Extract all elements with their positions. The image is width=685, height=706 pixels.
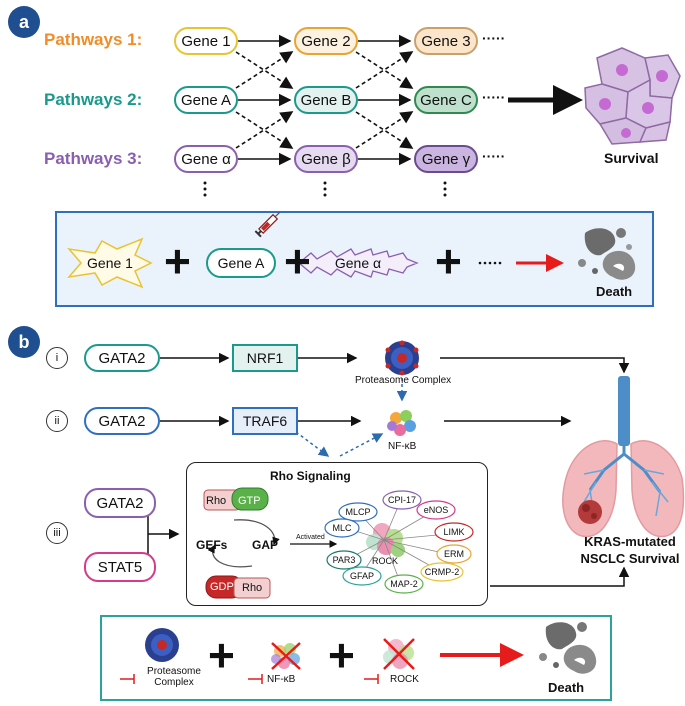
plus-sign-1: +	[164, 235, 191, 287]
stat5-node: STAT5	[84, 552, 156, 582]
panel-a-badge: a	[8, 6, 40, 38]
death-debris-icon	[578, 228, 636, 280]
gene-alpha-node: Gene α	[174, 145, 238, 173]
gefs-label: GEFs	[196, 538, 228, 552]
row-i-marker: i	[46, 347, 68, 369]
gata2-node-i: GATA2	[84, 344, 160, 372]
gene-b-node: Gene B	[294, 86, 358, 114]
inhibit-nfkb-label: NF-κB	[267, 674, 296, 685]
plus-sign-b2: +	[328, 629, 355, 681]
pathway-3-label: Pathways 3:	[44, 149, 143, 168]
gata2-node-ii: GATA2	[84, 407, 160, 435]
gene-3-node: Gene 3	[414, 27, 478, 55]
pathway-2-label: Pathways 2:	[44, 90, 143, 109]
lung-icon	[562, 376, 685, 538]
survival-cells-icon	[584, 47, 681, 145]
gene-a-node: Gene A	[174, 86, 238, 114]
plus-sign-3: +	[435, 235, 462, 287]
effector-map2: MAP-2	[390, 579, 418, 589]
pathway-1-ellipsis: ·····	[482, 30, 506, 46]
rho-gtp-rho-text: Rho	[206, 495, 227, 507]
gdp-rho-gdp-text: GDP	[210, 581, 234, 593]
outcome-label-line2: NSCLC Survival	[580, 551, 680, 566]
inhibit-proteasome-label: Proteasome Complex	[147, 666, 201, 688]
combo-gene-1-label: Gene 1	[87, 255, 133, 271]
panel-b-badge: b	[8, 326, 40, 358]
panel-a-arrows	[203, 34, 681, 197]
row-iii-marker: iii	[46, 522, 68, 544]
gata2-node-iii: GATA2	[84, 488, 156, 518]
effector-limk: LIMK	[443, 527, 465, 537]
combo-gene-a-label: Gene A	[217, 255, 265, 271]
rho-signaling-title: Rho Signaling	[270, 469, 351, 483]
rho-gtp-gtp-text: GTP	[238, 495, 261, 507]
effector-mlc: MLC	[332, 523, 352, 533]
combo-gene-alpha-label: Gene α	[334, 255, 382, 271]
effector-cpi17: CPI-17	[387, 495, 416, 505]
gene-1-node: Gene 1	[174, 27, 238, 55]
combination-box-a-graphics	[67, 211, 636, 289]
death-debris-icon-b	[539, 622, 597, 674]
outcome-label-line1: KRAS-mutated	[584, 534, 676, 549]
survival-label: Survival	[604, 150, 659, 166]
rho-cycle-graphics	[203, 487, 474, 599]
gdp-rho-rho-text: Rho	[242, 582, 263, 594]
effector-par3: PAR3	[332, 555, 356, 565]
rock-label: ROCK	[372, 556, 399, 566]
inhibition-box-b-graphics	[120, 622, 597, 684]
effector-gfap: GFAP	[349, 571, 374, 581]
activated-label: Activated	[296, 534, 325, 541]
proteasome-icon	[385, 340, 419, 376]
nfkb-label: NF-κB	[388, 441, 417, 452]
traf6-node: TRAF6	[232, 407, 298, 435]
pathway-2-ellipsis: ·····	[482, 89, 506, 105]
pathway-3-ellipsis: ·····	[482, 148, 506, 164]
gene-2-node: Gene 2	[294, 27, 358, 55]
effector-crmp2: CRMP-2	[424, 567, 460, 577]
effector-enos: eNOS	[423, 505, 449, 515]
gene-beta-node: Gene β	[294, 145, 358, 173]
gene-c-node: Gene C	[414, 86, 478, 114]
pathway-1-label: Pathways 1:	[44, 30, 143, 49]
row-ii-marker: ii	[46, 410, 68, 432]
death-label-a: Death	[596, 284, 633, 299]
effector-mlcp: MLCP	[345, 507, 371, 517]
panel-b-graphics	[132, 340, 685, 587]
nfkb-icon	[387, 410, 416, 436]
plus-sign-2: +	[284, 235, 311, 287]
rock-inhibited-icon	[383, 638, 415, 670]
nrf1-node: NRF1	[232, 344, 298, 372]
gene-gamma-node: Gene γ	[414, 145, 478, 173]
inhibition-box-b	[100, 615, 612, 701]
plus-sign-b1: +	[208, 629, 235, 681]
inhibit-rock-label: ROCK	[390, 674, 419, 685]
gap-label: GAP	[252, 538, 279, 552]
nfkb-inhibited-icon	[271, 642, 301, 670]
death-label-b: Death	[548, 680, 585, 695]
proteasome-label: Proteasome Complex	[355, 375, 452, 386]
effector-erm: ERM	[444, 549, 464, 559]
